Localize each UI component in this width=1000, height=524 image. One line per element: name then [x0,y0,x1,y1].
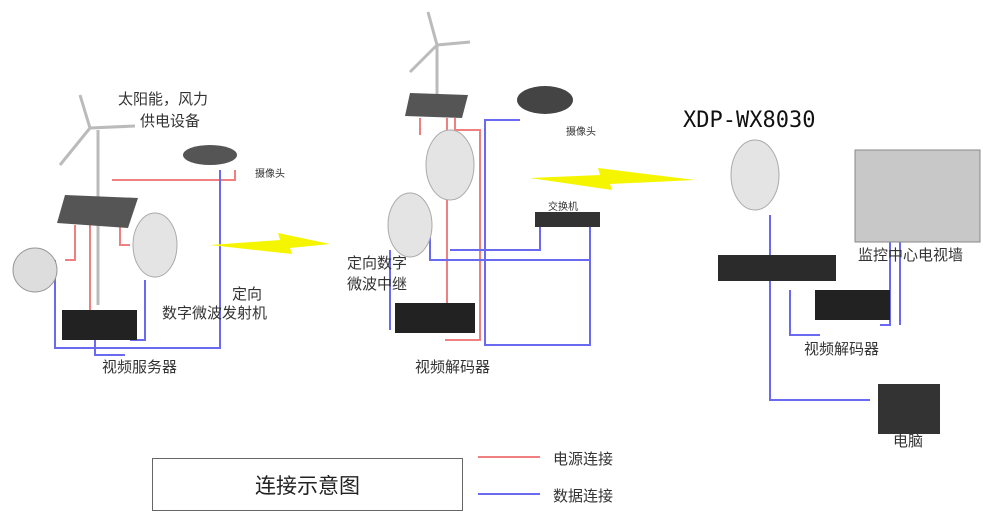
camera-label: 摄像头 [255,169,285,180]
antenna-icon [425,129,475,201]
relay-label-2: 微波中继 [347,275,408,293]
computer-icon [878,384,940,434]
transmitter-label: 定向 [232,285,263,303]
tv-wall-photo [854,149,981,243]
wireless-link-left [210,233,330,254]
model-label: XDP-WX8030 [683,108,816,133]
camera-label: 摄像头 [566,127,596,138]
video-server-device [62,310,137,340]
tv-wall-label: 监控中心电视墙 [858,246,964,264]
antenna-icon [730,139,780,211]
computer-label: 电脑 [893,432,924,450]
switch-device [535,212,600,227]
decoder-device [815,290,890,320]
wireless-link-right [530,168,695,190]
power-supply-label: 太阳能，风力 [118,90,209,108]
legend-data-label: 数据连接 [553,487,614,505]
diagram-caption: 连接示意图 [152,458,463,511]
camera-icon [517,86,573,114]
solar-panel-icon [405,93,468,118]
switch-label: 交换机 [548,202,578,213]
antenna-icon [132,212,178,278]
camera-icon [183,145,237,165]
network-switch-device [718,255,836,281]
solar-panel-icon [57,195,138,228]
video-server-label: 视频服务器 [102,358,178,376]
dome-camera-icon [12,247,58,293]
transmitter-label-2: 数字微波发射机 [162,304,268,322]
decoder-label: 视频解码器 [415,358,491,376]
relay-label: 定向数字 [347,254,408,272]
decoder-label: 视频解码器 [804,340,880,358]
legend-power-label: 电源连接 [553,450,614,468]
antenna-icon [387,192,433,258]
wind-turbine-icon [58,11,471,305]
power-supply-label-2: 供电设备 [140,112,201,130]
decoder-device [395,303,475,333]
